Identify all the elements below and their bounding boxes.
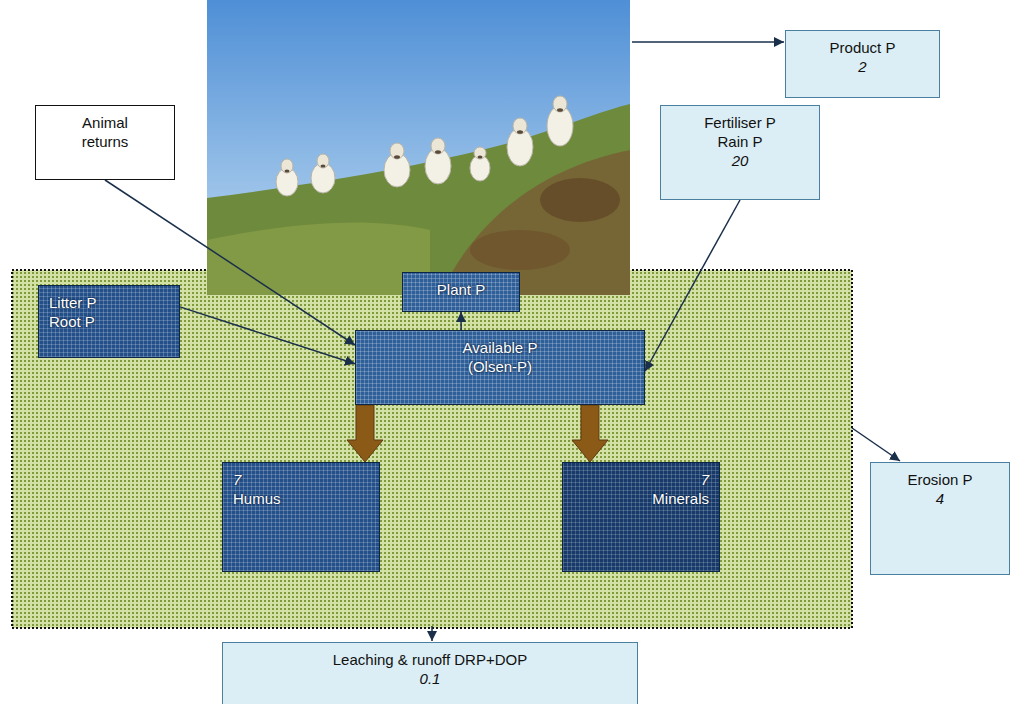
sheep: [547, 96, 573, 146]
sky: [207, 0, 630, 295]
pool-box: 7Minerals: [562, 462, 720, 572]
sheep: [384, 143, 410, 187]
node-label: Available P (Olsen-P): [450, 339, 550, 377]
sheep-photo: [207, 0, 630, 295]
node-label: Minerals: [573, 490, 709, 509]
node-label: Humus: [233, 490, 369, 509]
hill: [207, 104, 630, 295]
scrub: [540, 178, 620, 222]
flux-value: 0.1: [233, 670, 627, 689]
node-label: Product P: [796, 39, 929, 58]
soil-region: [12, 270, 852, 628]
flux-value: 7: [233, 471, 369, 490]
output-arrow: [632, 41, 784, 43]
flux-value: 2: [796, 58, 929, 77]
output-box: Leaching & runoff DRP+DOP0.1: [222, 642, 638, 704]
node-label: Erosion P: [881, 471, 999, 490]
output-arrow: [431, 626, 433, 641]
flow-arrow: [180, 307, 355, 364]
sheep: [425, 138, 451, 184]
node-label: Animal returns: [65, 114, 145, 152]
input-box: Fertiliser P Rain P20: [660, 105, 820, 200]
flow-arrow: [460, 312, 462, 330]
flux-value: 20: [671, 152, 809, 171]
node-label: Litter P Root P: [49, 294, 124, 332]
input-box: Animal returns: [35, 105, 175, 180]
sheep: [311, 154, 335, 193]
node-label: Leaching & runoff DRP+DOP: [233, 651, 627, 670]
node-label: Plant P: [413, 281, 509, 300]
output-box: Product P2: [785, 30, 940, 98]
pool-box: 7Humus: [222, 462, 380, 572]
transfer-arrow: [347, 405, 383, 462]
node-label: Fertiliser P Rain P: [693, 114, 788, 152]
pool-box: Litter P Root P: [38, 285, 180, 358]
flux-value: 7: [573, 471, 709, 490]
flow-arrow: [645, 200, 740, 371]
sheep: [276, 159, 298, 196]
scrub: [470, 230, 570, 270]
pool-box: Available P (Olsen-P): [355, 330, 645, 405]
transfer-arrow: [572, 405, 608, 462]
output-box: Erosion P4: [870, 462, 1010, 575]
flux-value: 4: [881, 490, 999, 509]
sheep: [507, 118, 533, 166]
sheep: [470, 147, 490, 181]
grass: [207, 223, 430, 295]
pool-box: Plant P: [402, 272, 520, 312]
output-arrow: [852, 428, 900, 461]
